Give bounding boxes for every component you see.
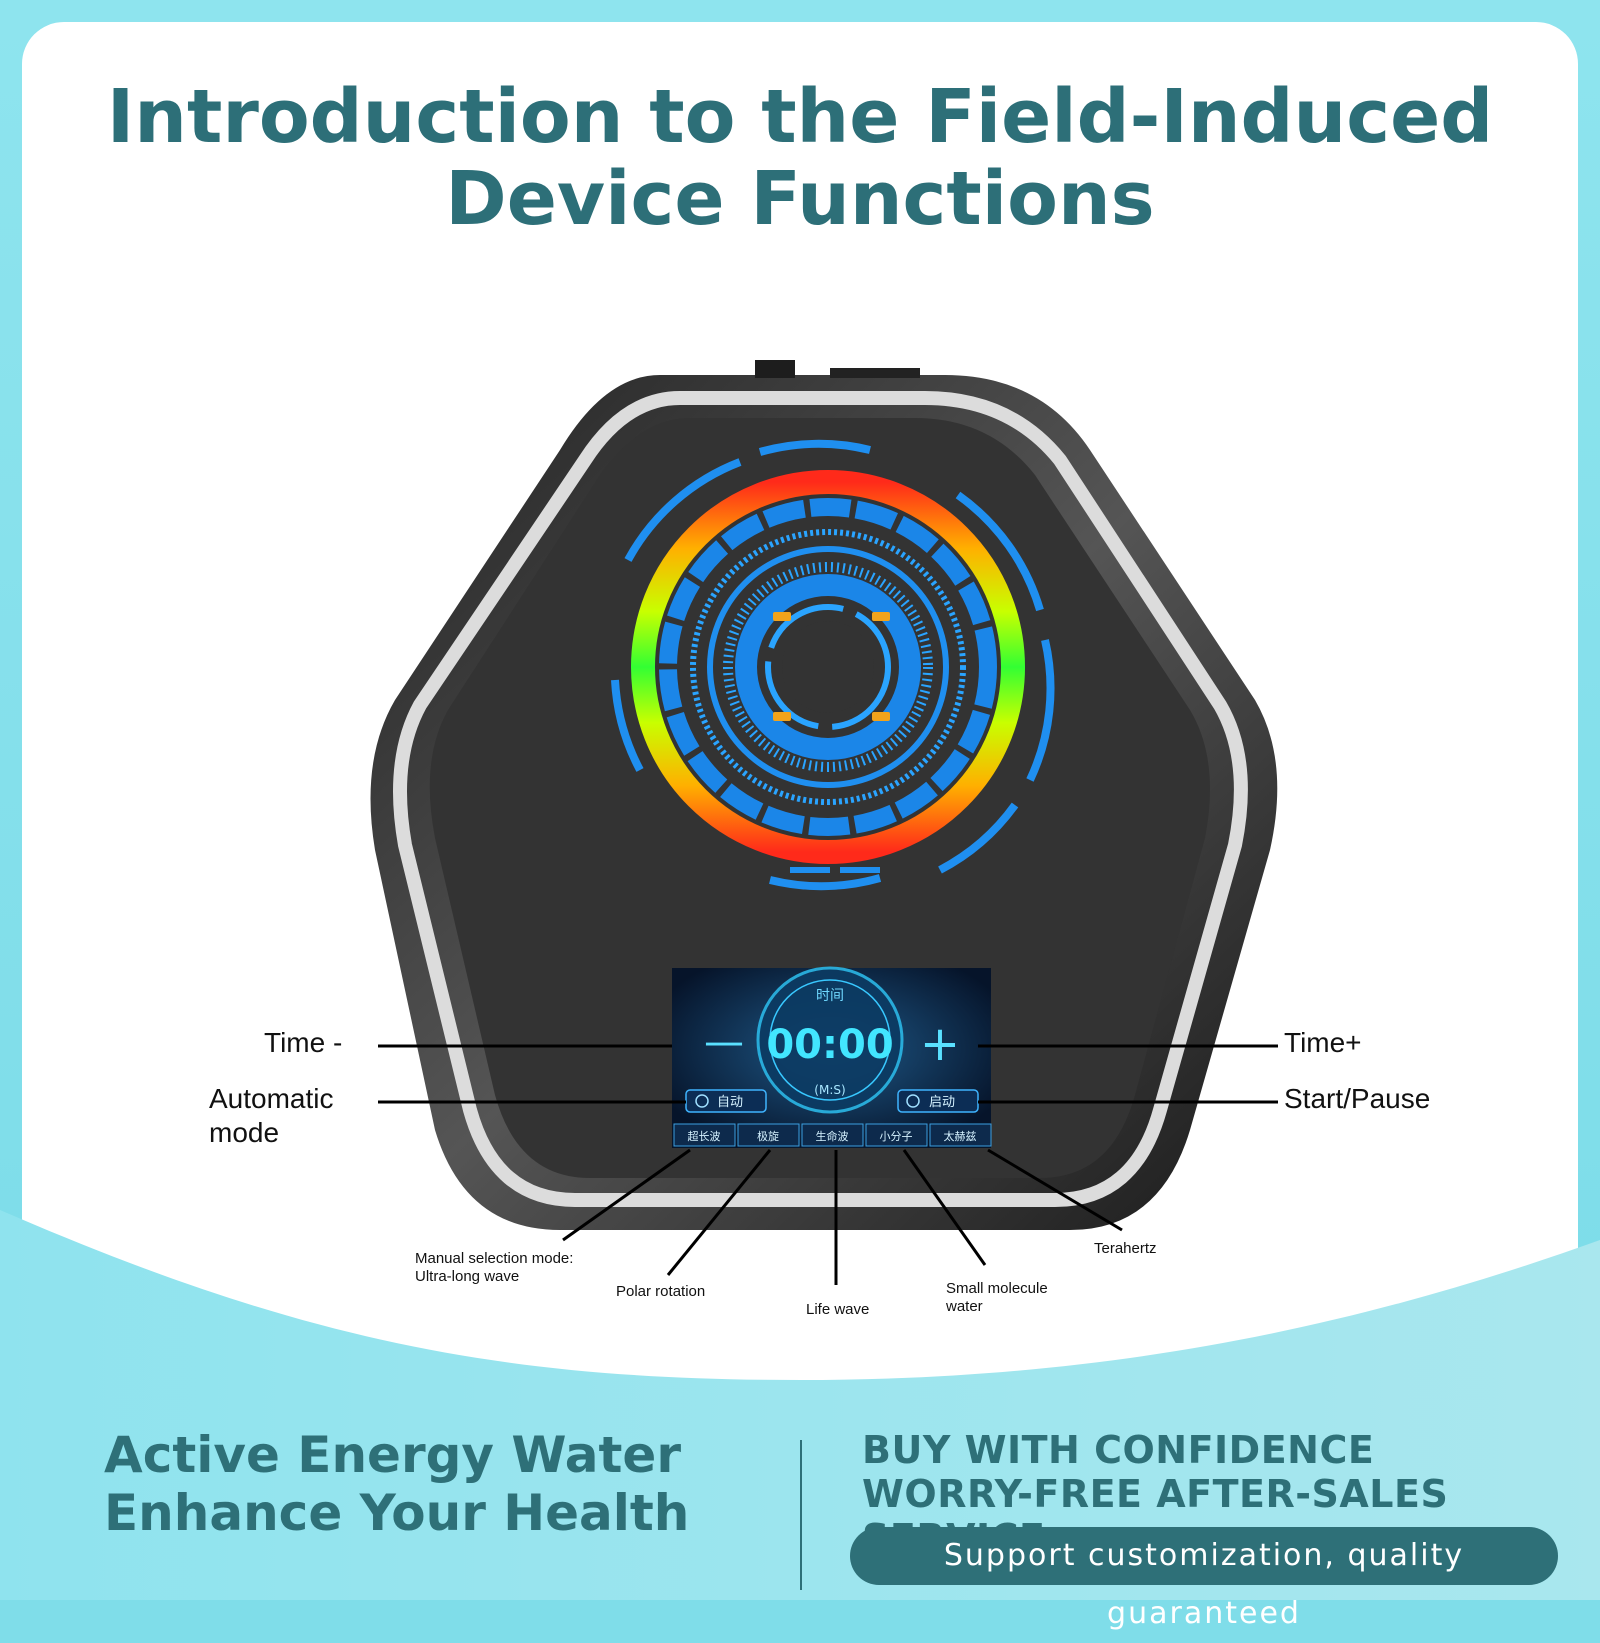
mode-label-3: 生命波 (816, 1129, 849, 1143)
callout-polar-rotation: Polar rotation (616, 1283, 706, 1300)
mode-button-terahertz[interactable] (929, 1123, 992, 1147)
screen-time-label: 时间 (816, 988, 844, 1004)
callout-terahertz: Terahertz (1094, 1240, 1157, 1257)
callout-time-plus: Time+ (1284, 1027, 1362, 1058)
mode-label-2: 极旋 (757, 1129, 779, 1143)
customization-badge: Support customization, quality guarantee… (850, 1527, 1558, 1631)
callout-lines (378, 1044, 1278, 1285)
time-plus-button[interactable]: + (920, 1016, 960, 1072)
time-minus-button[interactable]: — (704, 1019, 744, 1065)
callout-life-wave: Life wave (806, 1301, 870, 1318)
callout-automatic-line2: mode (209, 1117, 280, 1148)
title-line-1: Introduction to the Field-Induced (106, 74, 1494, 160)
screen-clock-unit: (M:S) (814, 1083, 845, 1097)
screen-clock: 00:00 (766, 1022, 893, 1068)
device-silver-band (393, 391, 1248, 1207)
mode-label-4: 小分子 (880, 1130, 913, 1143)
callout-small-molecule-line2: water (946, 1298, 983, 1315)
rainbow-ring (631, 470, 1025, 864)
callout-start-pause: Start/Pause (1284, 1083, 1431, 1114)
mode-label-5: 太赫兹 (944, 1130, 977, 1143)
title-line-2: Device Functions (445, 156, 1155, 242)
auto-mode-label: 自动 (717, 1095, 743, 1110)
callout-manual-line1: Manual selection mode: (415, 1250, 574, 1267)
callout-manual-mode: Manual selection mode: Ultra-long wave (415, 1250, 573, 1286)
footer-slogan: Active Energy Water Enhance Your Health (104, 1426, 689, 1542)
footer-slogan-line2: Enhance Your Health (104, 1484, 690, 1542)
auto-icon (695, 1094, 709, 1108)
page-title: Introduction to the Field-Induced Device… (0, 76, 1600, 240)
footer-slogan-line1: Active Energy Water (104, 1426, 681, 1484)
callout-time-minus: Time - (264, 1027, 343, 1058)
footer-guarantee-line1: BUY WITH CONFIDENCE (862, 1428, 1375, 1472)
callout-automatic-line1: Automatic (209, 1083, 334, 1114)
mode-button-life-wave[interactable] (801, 1123, 864, 1147)
play-icon (906, 1094, 920, 1108)
mode-label-1: 超长波 (688, 1129, 721, 1143)
device-illustration: 时间 00:00 (M:S) — + 自动 启动 超长波 极旋 生命波 小分子 … (370, 360, 1278, 1285)
callout-small-molecule-line1: Small molecule (946, 1280, 1048, 1297)
mode-button-small-molecule[interactable] (865, 1123, 928, 1147)
callout-automatic-mode: Automatic mode (209, 1082, 334, 1150)
mode-button-ultra-long-wave[interactable] (673, 1123, 736, 1147)
start-label: 启动 (929, 1095, 955, 1110)
bottom-wave (0, 1210, 1600, 1600)
callout-manual-line2: Ultra-long wave (415, 1268, 520, 1285)
mode-button-polar-rotation[interactable] (737, 1123, 800, 1147)
callout-small-molecule: Small molecule water (946, 1280, 1048, 1316)
footer-divider (800, 1440, 802, 1590)
